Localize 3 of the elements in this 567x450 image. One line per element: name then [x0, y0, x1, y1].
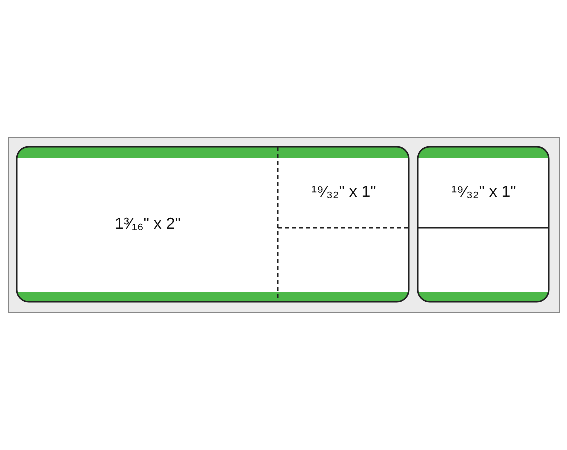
- size-label: ¹⁹⁄₃₂" x 1": [312, 184, 376, 202]
- size-label: 1³⁄₁₆" x 2": [115, 216, 181, 234]
- size-label: ¹⁹⁄₃₂" x 1": [452, 184, 516, 202]
